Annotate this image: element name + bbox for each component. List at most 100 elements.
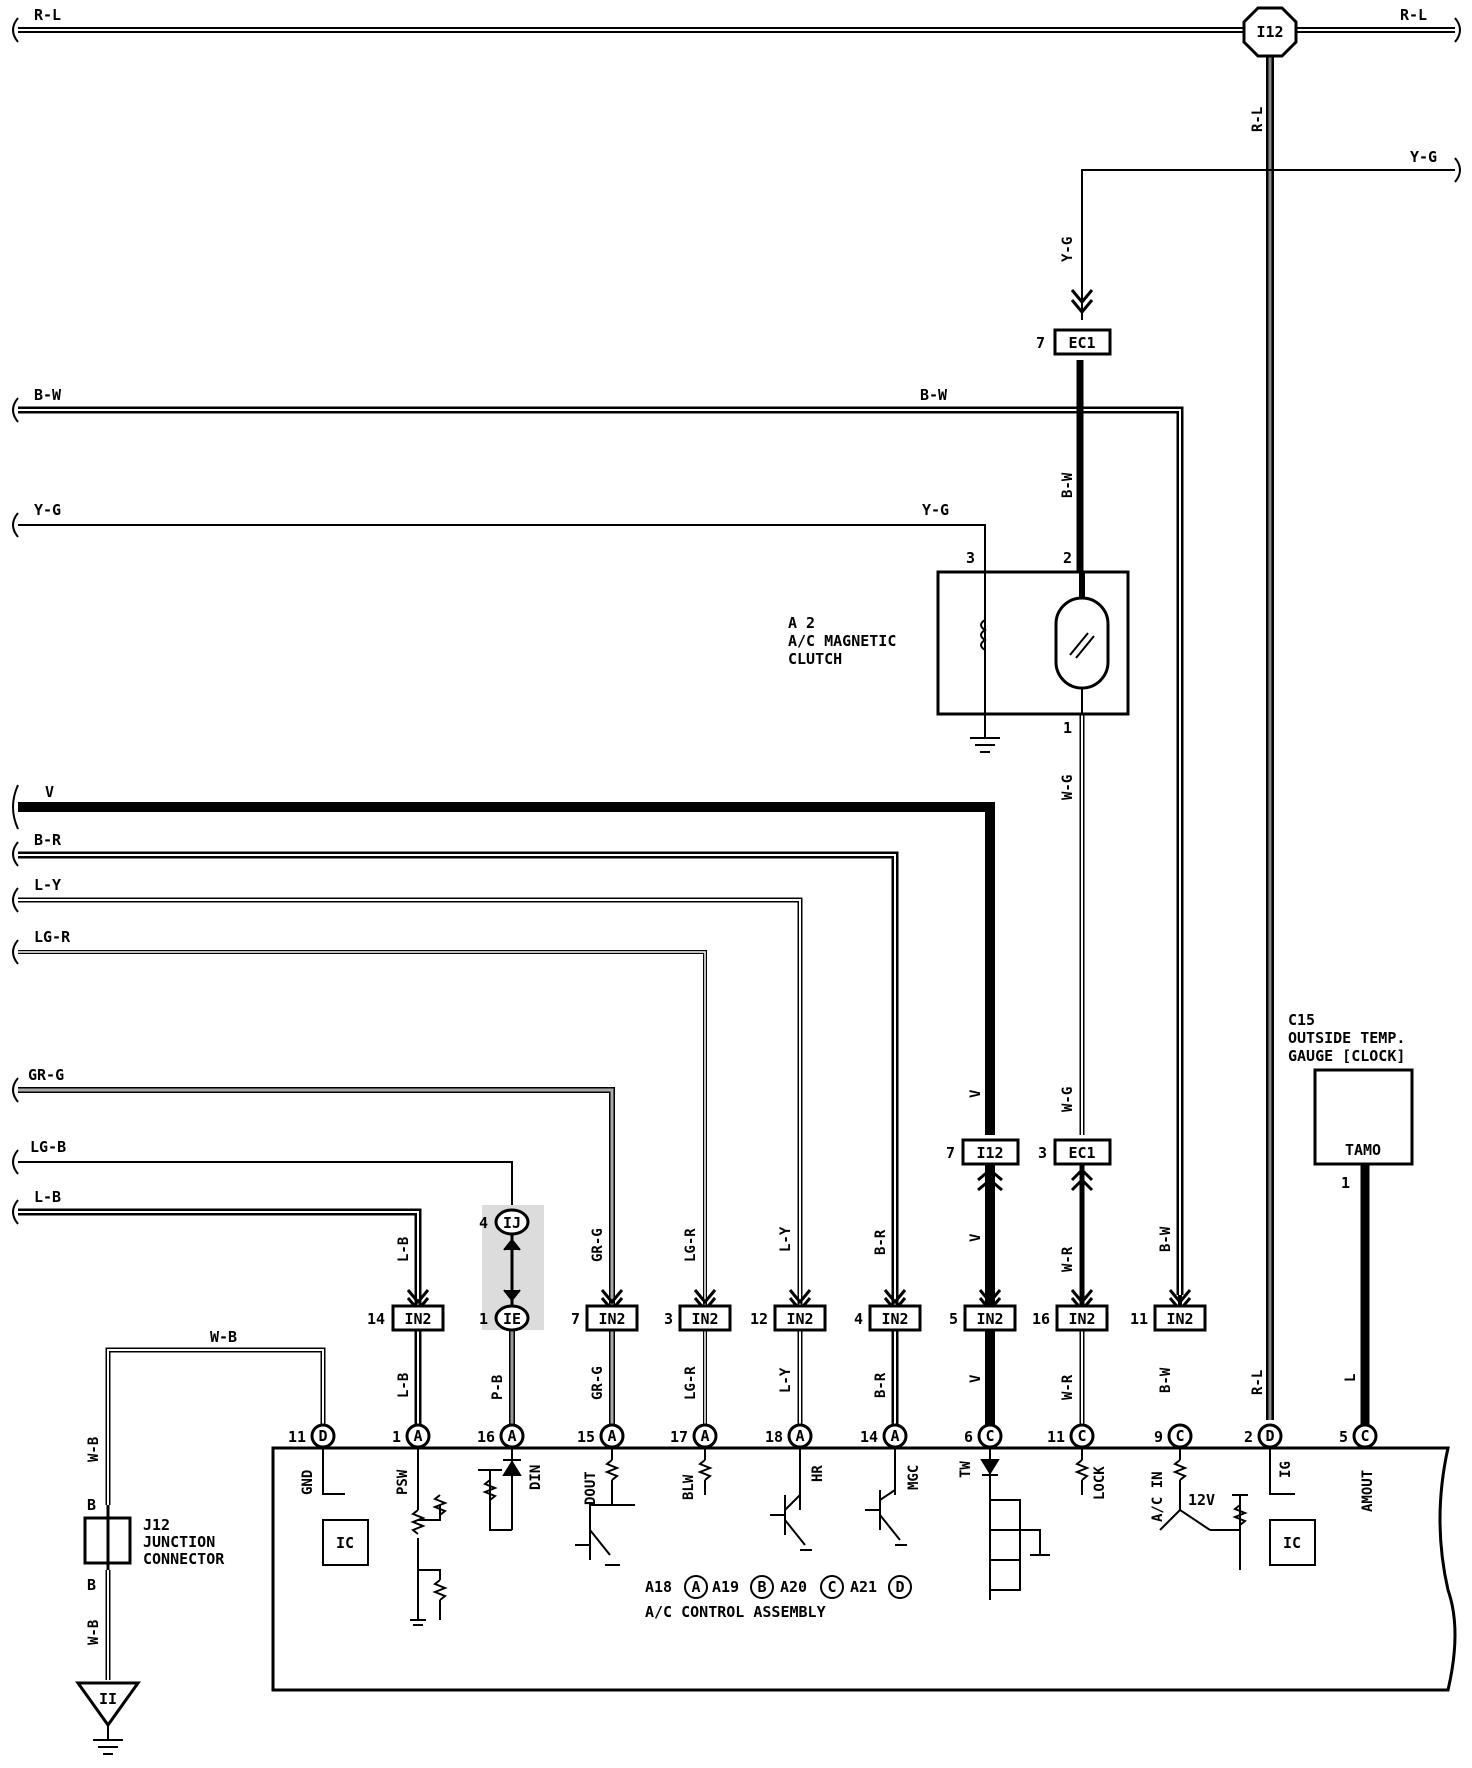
svg-text:V: V [968, 1233, 984, 1242]
svg-text:14: 14 [367, 1310, 385, 1328]
svg-text:1: 1 [392, 1428, 401, 1446]
svg-text:LG-R: LG-R [34, 928, 71, 946]
svg-text:R-L: R-L [1250, 107, 1266, 132]
svg-text:GR-G: GR-G [590, 1366, 606, 1400]
svg-text:R-L: R-L [1400, 6, 1427, 24]
wire-labels: R-L R-L Y-G B-W B-W Y-G Y-G V B-R L-Y LG… [28, 6, 1437, 1645]
svg-text:TW: TW [958, 1461, 974, 1478]
wire-l-b [18, 1208, 422, 1425]
svg-text:IC: IC [1283, 1534, 1301, 1552]
wire-gr-g [18, 1087, 615, 1425]
in2-pin-14: IN2 14 [367, 1289, 445, 1332]
in2-pin-4: IN2 4 [854, 1289, 922, 1332]
svg-text:9: 9 [1154, 1428, 1163, 1446]
svg-text:Y-G: Y-G [922, 501, 949, 519]
svg-text:A: A [795, 1427, 804, 1445]
svg-text:C: C [1175, 1427, 1184, 1445]
svg-text:B: B [757, 1578, 766, 1596]
svg-text:IN2: IN2 [691, 1310, 718, 1328]
svg-text:C: C [827, 1578, 836, 1596]
svg-text:LG-R: LG-R [683, 1228, 699, 1262]
svg-text:L-Y: L-Y [778, 1226, 794, 1252]
connector-ij-ie: IJ 4 IE 1 [479, 1205, 544, 1332]
svg-text:2: 2 [1244, 1428, 1253, 1446]
svg-text:18: 18 [765, 1428, 783, 1446]
svg-text:15: 15 [577, 1428, 595, 1446]
svg-text:12V: 12V [1188, 1491, 1215, 1509]
svg-text:L-Y: L-Y [34, 876, 61, 894]
svg-text:4: 4 [479, 1214, 488, 1232]
svg-text:GAUGE [CLOCK]: GAUGE [CLOCK] [1288, 1047, 1405, 1065]
svg-text:LOCK: LOCK [1092, 1466, 1108, 1500]
svg-text:3: 3 [1038, 1144, 1047, 1162]
svg-text:IN2: IN2 [404, 1310, 431, 1328]
svg-text:BLW: BLW [681, 1474, 697, 1500]
svg-text:4: 4 [854, 1310, 863, 1328]
svg-text:W-B: W-B [86, 1437, 102, 1462]
pin-14-A: A14 [860, 1423, 908, 1449]
svg-text:A19: A19 [712, 1578, 739, 1596]
svg-text:2: 2 [1063, 549, 1072, 567]
svg-text:L-Y: L-Y [778, 1367, 794, 1393]
svg-text:11: 11 [288, 1428, 306, 1446]
svg-text:11: 11 [1047, 1428, 1065, 1446]
pin-15-A: A15 [577, 1423, 625, 1449]
svg-text:5: 5 [1339, 1428, 1348, 1446]
coil-icon [980, 619, 987, 651]
pin-16-A: A16 [477, 1423, 525, 1449]
svg-text:IN2: IN2 [881, 1310, 908, 1328]
svg-text:1: 1 [1063, 719, 1072, 737]
svg-text:B-R: B-R [34, 831, 62, 849]
in2-pin-11: IN2 11 [1130, 1289, 1207, 1332]
svg-text:IJ: IJ [503, 1214, 521, 1232]
svg-text:W-R: W-R [1060, 1374, 1076, 1400]
svg-text:EC1: EC1 [1068, 1144, 1095, 1162]
svg-text:7: 7 [571, 1310, 580, 1328]
svg-text:OUTSIDE TEMP.: OUTSIDE TEMP. [1288, 1029, 1405, 1047]
svg-text:IN2: IN2 [786, 1310, 813, 1328]
svg-text:14: 14 [860, 1428, 878, 1446]
svg-text:B-W: B-W [1158, 1226, 1174, 1252]
in2-pin-16: IN2 16 [1032, 1289, 1109, 1332]
wire-lg-b [18, 1161, 513, 1210]
svg-text:12: 12 [750, 1310, 768, 1328]
svg-text:B-W: B-W [34, 386, 62, 404]
diode-icon [1069, 632, 1095, 659]
svg-text:C: C [1360, 1427, 1369, 1445]
svg-text:J12: J12 [143, 1516, 170, 1534]
svg-text:6: 6 [964, 1428, 973, 1446]
svg-text:B: B [87, 1496, 96, 1514]
in2-upper-stubs [988, 1165, 1182, 1305]
c15-outside-temp-gauge: C15 OUTSIDE TEMP. GAUGE [CLOCK] TAMO 1 [1288, 1011, 1414, 1192]
connector-i12-splice: I12 [1242, 6, 1298, 58]
svg-text:C: C [985, 1427, 994, 1445]
svg-text:B-R: B-R [873, 1372, 889, 1398]
wire-b-w [18, 360, 1184, 1295]
svg-text:5: 5 [949, 1310, 958, 1328]
connector-i12-mid: I12 7 [946, 1138, 1020, 1192]
svg-text:A18: A18 [645, 1578, 672, 1596]
svg-text:B-R: B-R [873, 1229, 889, 1255]
svg-text:JUNCTION: JUNCTION [143, 1533, 215, 1551]
svg-text:Y-G: Y-G [34, 501, 61, 519]
svg-text:II: II [99, 1690, 117, 1708]
svg-text:V: V [45, 783, 54, 801]
wire-y-g-left [18, 524, 986, 572]
j12-junction-connector: B B J12 JUNCTION CONNECTOR [83, 1496, 225, 1594]
pin-9-C: C9 [1154, 1423, 1193, 1449]
pin-17-A: A17 [670, 1423, 718, 1449]
svg-text:L-B: L-B [396, 1237, 412, 1262]
ac-control-caption: A18 A A19 B A20 C A21 D A/C CONTROL ASSE… [645, 1575, 912, 1621]
in2-pin-3: IN2 3 [664, 1289, 732, 1332]
svg-text:LG-B: LG-B [30, 1138, 66, 1156]
pin-11-D: D11 [288, 1423, 336, 1449]
wire-ends-left [12, 17, 19, 1225]
in2-pin-12: IN2 12 [750, 1289, 827, 1332]
svg-text:IN2: IN2 [1068, 1310, 1095, 1328]
svg-text:A/C IN: A/C IN [1150, 1471, 1166, 1522]
svg-text:DOUT: DOUT [583, 1471, 599, 1505]
svg-text:B-W: B-W [1060, 472, 1076, 498]
svg-text:3: 3 [966, 549, 975, 567]
svg-text:A 2: A 2 [788, 614, 815, 632]
